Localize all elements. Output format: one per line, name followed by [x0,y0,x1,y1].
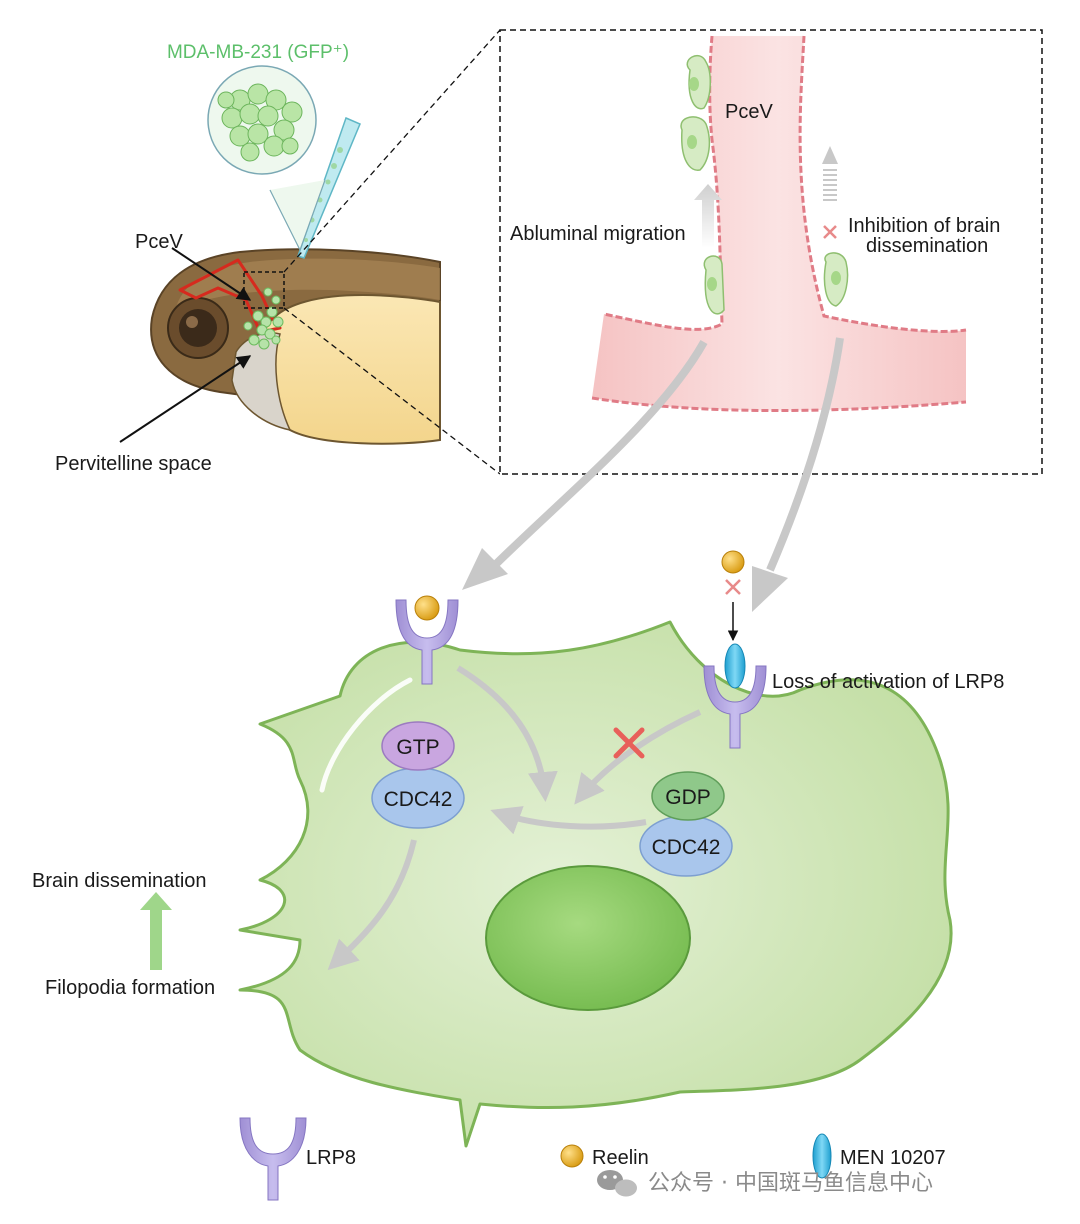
connector-arrow-left-head [462,548,508,590]
legend-lrp8-icon [239,1117,307,1201]
connector-arrow-right-head [752,566,788,612]
inhibited-migration-arrow [822,146,838,239]
legend-lrp8-label: LRP8 [306,1147,356,1169]
inhibition-label-line2: dissemination [866,235,988,257]
pcev-inset-label: PceV [725,101,773,123]
abluminal-migration-label: Abluminal migration [510,223,686,245]
pervitelline-label: Pervitelline space [55,453,212,475]
zoom-line-top [283,29,501,273]
gdp-cdc42-complex: GDP CDC42 [639,771,733,877]
signal-arrow-gdp-to-gtp [490,806,647,835]
brain-dissemination-label: Brain dissemination [32,870,207,892]
reelin-block-x [725,579,741,595]
signal-arrow-to-filopodia [327,839,417,971]
pcev-embryo-label: PceV [135,231,183,253]
lrp8-receptor-blocked [703,643,767,749]
signal-arrow-receptor-to-center [456,665,558,802]
cell-line-label: MDA-MB-231 (GFP⁺) [167,42,349,63]
legend-men-label: MEN 10207 [840,1147,946,1169]
watermark: 公众号 · 中国斑马鱼信息中心 [597,1170,933,1197]
inhibition-label-line1: Inhibition of brain [848,215,1000,237]
loss-activation-label: Loss of activation of LRP8 [772,671,1004,693]
gtp-cdc42-complex: GTP CDC42 [371,721,465,829]
legend-men-icon [812,1133,832,1179]
wechat-icon [597,1170,637,1197]
watermark-text: 公众号 · 中国斑马鱼信息中心 [648,1171,933,1196]
nucleus [485,865,691,1011]
connector-arrow-right [766,337,844,572]
gtp-label: GTP [396,736,439,759]
cell-cluster-bubble [207,65,326,252]
zoom-line-bottom [283,307,501,475]
pervitelline-pointer-arrow [119,355,252,443]
gdp-label: GDP [665,786,711,809]
abluminal-migration-arrow [694,184,722,248]
gdp-bubble [651,771,725,821]
connector-arrow-left [487,340,708,573]
reelin-blocked [721,550,745,574]
men-10207-antagonist [724,643,746,689]
abluminal-tumor-cells [680,54,849,315]
legend: LRP8 Reelin MEN 10207 [239,1117,946,1201]
zebrafish-embryo [150,248,441,445]
gtp-bubble [381,721,455,771]
filopodia-label: Filopodia formation [45,977,215,999]
legend-reelin-icon [560,1144,584,1168]
green-up-arrow [140,892,172,970]
legend-reelin-label: Reelin [592,1147,649,1169]
cdc42-right-label: CDC42 [652,836,721,859]
lrp8-receptor-active [395,595,459,685]
cdc42-left-label: CDC42 [384,788,453,811]
pcev-pointer-arrow [171,247,252,301]
inhibition-x-mark [613,727,645,759]
